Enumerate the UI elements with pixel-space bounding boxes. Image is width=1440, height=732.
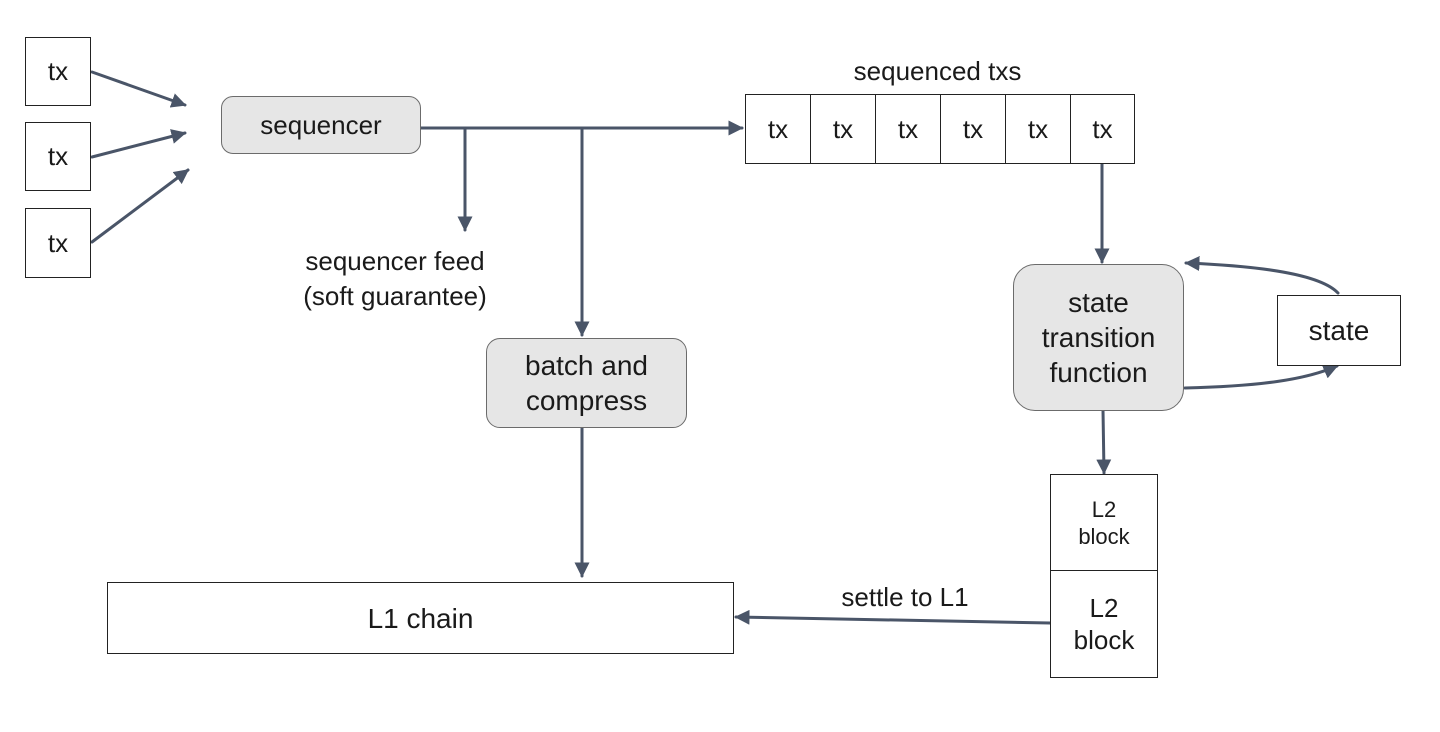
arrow-state-to-stf	[1184, 256, 1340, 295]
sequenced-tx-4: tx	[940, 94, 1006, 164]
sequenced-tx-5: tx	[1005, 94, 1071, 164]
sequenced-tx-label: tx	[832, 113, 854, 144]
sequenced-tx-label: tx	[767, 113, 789, 144]
l1-chain-label: L1 chain	[367, 602, 474, 634]
input-tx-label: tx	[47, 141, 69, 172]
l2-block-top: L2 block	[1050, 474, 1158, 572]
settle-to-l1-label: settle to L1	[841, 582, 969, 612]
arrow-tx2-to-sequencer	[90, 129, 187, 159]
batch-compress-label: batch and compress	[525, 350, 648, 416]
input-tx-label: tx	[47, 227, 69, 258]
sequenced-tx-label: tx	[1092, 113, 1113, 144]
sequenced-tx-label: tx	[897, 113, 919, 144]
arrow-stf-to-l2	[1096, 408, 1112, 475]
state-label: state	[1308, 315, 1370, 346]
sequenced-tx-2: tx	[810, 94, 876, 164]
arrow-stf-to-state	[1183, 364, 1339, 390]
batch-compress-node: batch and compress	[486, 338, 687, 428]
l2-block-label: L2 block	[1078, 496, 1130, 550]
arrow-settle-to-l1	[734, 609, 1052, 625]
sequencer-label: sequencer	[260, 109, 382, 140]
input-tx-1: tx	[25, 37, 91, 106]
l2-block-label: L2 block	[1073, 592, 1135, 656]
sequenced-tx-6: tx	[1070, 94, 1135, 164]
l2-block-bottom: L2 block	[1050, 570, 1158, 678]
input-tx-2: tx	[25, 122, 91, 191]
arrow-tx1-to-sequencer	[90, 70, 187, 108]
input-tx-label: tx	[47, 56, 69, 87]
sequencer-feed-label: sequencer feed (soft guarantee)	[303, 246, 487, 312]
sequenced-tx-label: tx	[962, 113, 984, 144]
sequenced-tx-3: tx	[875, 94, 941, 164]
state-transition-function-node: state transition function	[1013, 264, 1184, 411]
stf-label: state transition function	[1041, 287, 1156, 388]
arrow-tx3-to-sequencer	[90, 168, 190, 244]
input-tx-3: tx	[25, 208, 91, 278]
sequenced-txs-label: sequenced txs	[853, 56, 1022, 86]
sequencer-node: sequencer	[221, 96, 421, 154]
l1-chain-node: L1 chain	[107, 582, 734, 654]
state-node: state	[1277, 295, 1401, 366]
sequenced-tx-label: tx	[1027, 113, 1049, 144]
sequenced-tx-1: tx	[745, 94, 811, 164]
